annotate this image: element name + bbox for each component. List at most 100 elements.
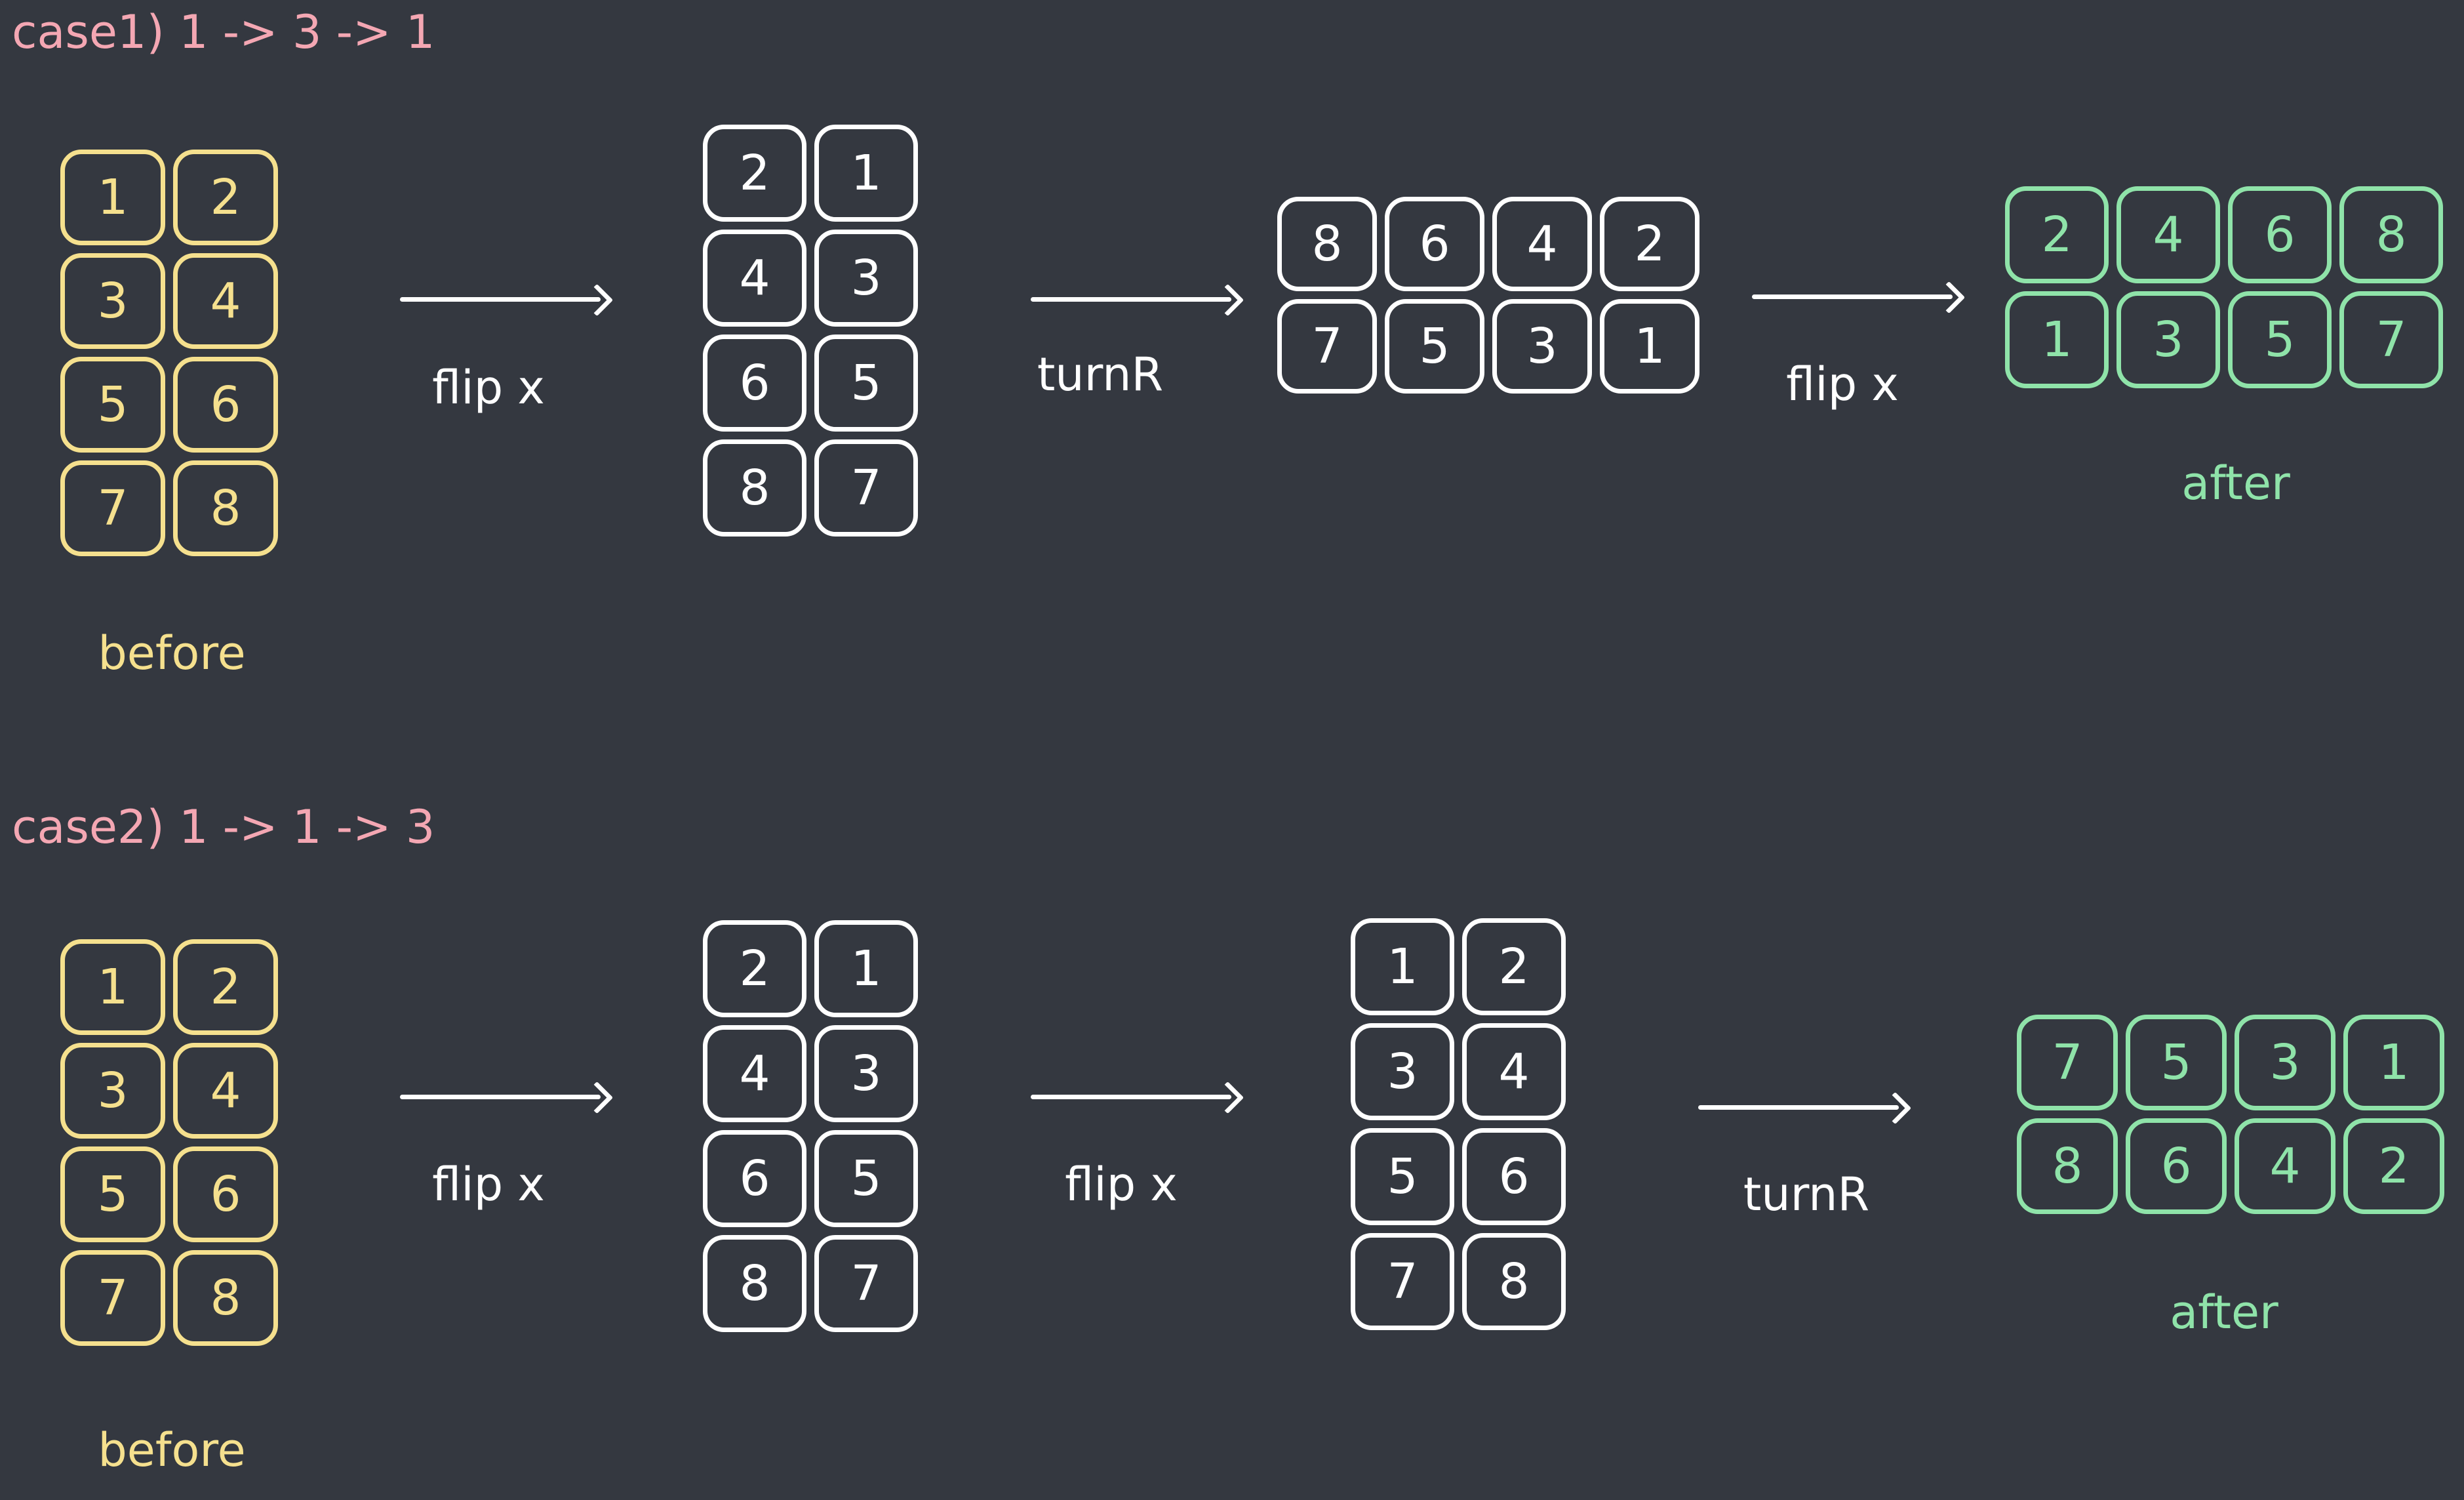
- grid-cell: 2: [703, 125, 806, 222]
- grid-cell: 6: [1385, 197, 1484, 291]
- case1-after-grid: 2 4 6 8 1 3 5 7: [2005, 186, 2443, 388]
- grid-cell: 1: [2005, 291, 2109, 388]
- grid-cell: 5: [1385, 299, 1484, 394]
- grid-cell: 1: [2343, 1015, 2444, 1110]
- grid-cell: 8: [173, 460, 278, 556]
- grid-cell: 4: [2235, 1118, 2335, 1214]
- grid-cell: 7: [1351, 1233, 1454, 1330]
- grid-cell: 8: [1277, 197, 1377, 291]
- grid-cell: 7: [2339, 291, 2443, 388]
- grid-cell: 4: [173, 1043, 278, 1139]
- grid-cell: 5: [814, 334, 918, 432]
- grid-cell: 7: [60, 460, 165, 556]
- grid-cell: 1: [1600, 299, 1699, 394]
- case2-arrow-2: [1031, 1081, 1244, 1114]
- case1-arrow-3: [1752, 281, 1966, 314]
- grid-cell: 7: [1277, 299, 1377, 394]
- grid-cell: 8: [2017, 1118, 2118, 1214]
- grid-cell: 1: [814, 920, 918, 1017]
- grid-cell: 2: [173, 150, 278, 245]
- grid-cell: 6: [173, 357, 278, 453]
- case2-step1-grid: 2 1 4 3 6 5 8 7: [703, 920, 918, 1332]
- grid-cell: 6: [1462, 1128, 1566, 1225]
- case2-arrow-1: [400, 1081, 614, 1114]
- grid-cell: 7: [2017, 1015, 2118, 1110]
- grid-cell: 1: [60, 150, 165, 245]
- grid-cell: 4: [2116, 186, 2220, 283]
- grid-cell: 5: [60, 357, 165, 453]
- grid-cell: 2: [1462, 918, 1566, 1015]
- arrow-head-icon: [1878, 1091, 1912, 1125]
- case1-step1-grid: 2 1 4 3 6 5 8 7: [703, 125, 918, 537]
- grid-cell: 3: [2116, 291, 2220, 388]
- case2-step2-grid: 1 2 3 4 5 6 7 8: [1351, 918, 1566, 1330]
- arrow-shaft: [1752, 294, 1953, 299]
- grid-cell: 6: [2126, 1118, 2227, 1214]
- grid-cell: 2: [173, 939, 278, 1035]
- grid-cell: 4: [703, 230, 806, 327]
- grid-cell: 5: [1351, 1128, 1454, 1225]
- case1-arrow-2: [1031, 283, 1244, 317]
- arrow-head-icon: [1211, 1081, 1244, 1114]
- case2-title: case2) 1 -> 1 -> 3: [12, 800, 435, 854]
- case1-title: case1) 1 -> 3 -> 1: [12, 5, 435, 59]
- grid-cell: 8: [703, 439, 806, 537]
- grid-cell: 6: [2228, 186, 2332, 283]
- case1-op-3: flip x: [1786, 357, 1899, 411]
- case2-op-2: flip x: [1065, 1158, 1178, 1211]
- grid-cell: 3: [1492, 299, 1592, 394]
- grid-cell: 5: [2126, 1015, 2227, 1110]
- arrow-shaft: [1031, 297, 1231, 302]
- arrow-head-icon: [1932, 281, 1966, 314]
- grid-cell: 2: [2005, 186, 2109, 283]
- grid-cell: 3: [1351, 1023, 1454, 1120]
- case1-after-label: after: [2181, 456, 2290, 510]
- grid-cell: 3: [60, 253, 165, 349]
- grid-cell: 1: [60, 939, 165, 1035]
- case2-after-label: after: [2170, 1286, 2278, 1339]
- grid-cell: 8: [1462, 1233, 1566, 1330]
- case1-op-1: flip x: [432, 361, 545, 415]
- grid-cell: 5: [60, 1146, 165, 1242]
- grid-cell: 6: [703, 1130, 806, 1227]
- grid-cell: 7: [814, 439, 918, 537]
- grid-cell: 7: [60, 1250, 165, 1346]
- grid-cell: 3: [2235, 1015, 2335, 1110]
- arrow-shaft: [400, 297, 601, 302]
- case2-before-grid: 1 2 3 4 5 6 7 8: [60, 939, 278, 1346]
- arrow-head-icon: [1211, 283, 1244, 317]
- grid-cell: 1: [1351, 918, 1454, 1015]
- arrow-shaft: [1031, 1095, 1231, 1099]
- case1-op-2: turnR: [1037, 348, 1164, 401]
- grid-cell: 4: [1462, 1023, 1566, 1120]
- case2-arrow-3: [1698, 1091, 1912, 1125]
- grid-cell: 7: [814, 1235, 918, 1332]
- grid-cell: 4: [1492, 197, 1592, 291]
- grid-cell: 8: [703, 1235, 806, 1332]
- grid-cell: 1: [814, 125, 918, 222]
- case2-before-label: before: [98, 1423, 246, 1477]
- arrow-shaft: [400, 1095, 601, 1099]
- grid-cell: 5: [814, 1130, 918, 1227]
- grid-cell: 2: [703, 920, 806, 1017]
- grid-cell: 2: [1600, 197, 1699, 291]
- grid-cell: 3: [60, 1043, 165, 1139]
- case2-after-grid: 7 5 3 1 8 6 4 2: [2017, 1015, 2444, 1214]
- arrow-shaft: [1698, 1105, 1899, 1110]
- grid-cell: 4: [173, 253, 278, 349]
- grid-cell: 4: [703, 1025, 806, 1122]
- case1-before-grid: 1 2 3 4 5 6 7 8: [60, 150, 278, 556]
- case1-step2-grid: 8 6 4 2 7 5 3 1: [1277, 197, 1699, 394]
- case1-arrow-1: [400, 283, 614, 317]
- case1-before-label: before: [98, 626, 246, 680]
- arrow-head-icon: [580, 283, 614, 317]
- grid-cell: 3: [814, 230, 918, 327]
- grid-cell: 8: [2339, 186, 2443, 283]
- case2-op-1: flip x: [432, 1158, 545, 1211]
- grid-cell: 5: [2228, 291, 2332, 388]
- arrow-head-icon: [580, 1081, 614, 1114]
- case2-op-3: turnR: [1743, 1167, 1870, 1221]
- grid-cell: 2: [2343, 1118, 2444, 1214]
- grid-cell: 3: [814, 1025, 918, 1122]
- grid-cell: 6: [173, 1146, 278, 1242]
